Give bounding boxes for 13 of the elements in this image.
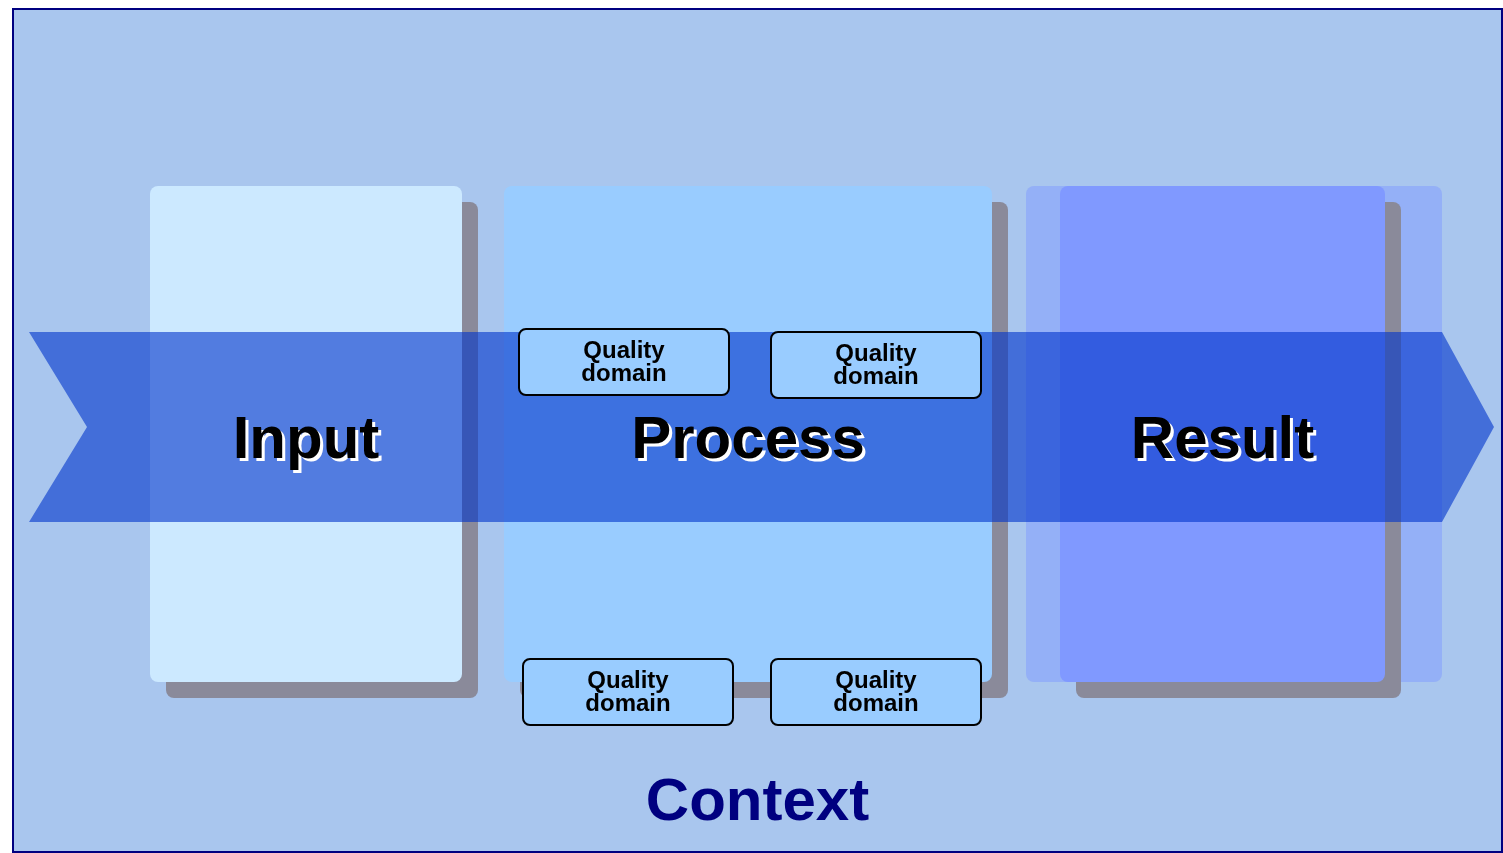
quality-box bbox=[770, 331, 982, 399]
context-panel bbox=[12, 8, 1503, 853]
context-heading: Context bbox=[645, 766, 870, 833]
quality-box bbox=[770, 658, 982, 726]
stage-label: Input bbox=[232, 404, 380, 471]
quality-label: Quality domain bbox=[833, 339, 919, 389]
quality-label: Quality domain bbox=[581, 336, 667, 386]
quality-box bbox=[518, 328, 730, 396]
stage-label: Result bbox=[1130, 404, 1315, 471]
quality-label: Quality domain bbox=[833, 666, 919, 716]
stage-label: Process bbox=[631, 404, 865, 471]
quality-box bbox=[522, 658, 734, 726]
quality-label: Quality domain bbox=[585, 666, 671, 716]
